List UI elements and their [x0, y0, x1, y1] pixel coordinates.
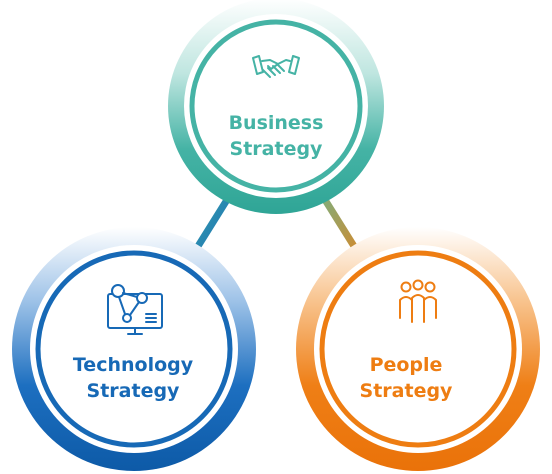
business-strategy-label: Business Strategy: [201, 110, 351, 162]
technology-label-line1: Technology: [72, 354, 194, 376]
node-business: [168, 0, 384, 214]
business-label-line2: Strategy: [229, 138, 323, 160]
technology-strategy-label: Technology Strategy: [58, 352, 208, 404]
node-people: [296, 227, 540, 471]
people-group-icon: [399, 279, 437, 323]
people-strategy-label: People Strategy: [331, 352, 481, 404]
people-label-line1: People: [369, 354, 443, 376]
people-label-line2: Strategy: [359, 380, 453, 402]
node-technology: [12, 227, 256, 471]
handshake-icon: [252, 55, 300, 78]
business-label-line1: Business: [228, 112, 324, 134]
technology-label-line2: Strategy: [86, 380, 180, 402]
network-monitor-icon: [107, 284, 163, 335]
